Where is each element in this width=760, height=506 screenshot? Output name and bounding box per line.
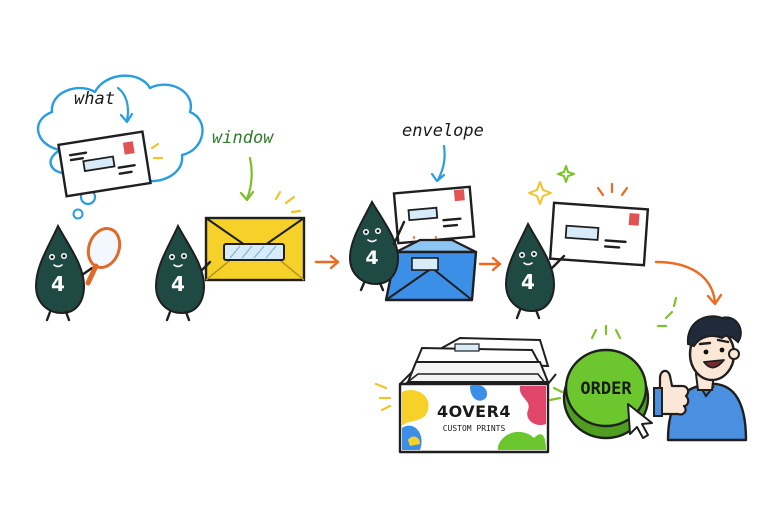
letter-insert <box>392 185 476 245</box>
arrow-envelope <box>436 144 446 182</box>
pointer-cursor-icon <box>627 403 653 439</box>
yellow-window-envelope <box>204 216 306 282</box>
flow-arrow-3 <box>654 260 723 306</box>
label-what: what <box>74 89 115 109</box>
mascot-1: 4 <box>34 223 94 322</box>
magnifier-icon <box>85 227 122 286</box>
envelope-box: 4OVER4 CUSTOM PRINTS <box>398 336 557 454</box>
customer-person <box>666 315 748 442</box>
label-envelope: envelope <box>402 121 484 141</box>
flow-arrow-2 <box>478 256 502 272</box>
box-tagline: CUSTOM PRINTS <box>443 424 506 433</box>
mascot-2: 4 <box>154 223 212 322</box>
sparkle-icon <box>528 165 575 205</box>
mascot-4: 4 <box>504 221 566 320</box>
order-button-label: ORDER <box>580 379 632 399</box>
mascot-4-number: 4 <box>521 270 535 294</box>
mascot-2-number: 4 <box>171 272 185 296</box>
arrow-what <box>116 86 130 122</box>
label-window: window <box>212 128 274 148</box>
box-brand: 4OVER4 <box>437 402 511 421</box>
mascot-3: 4 <box>348 199 406 292</box>
arrow-window <box>245 156 253 201</box>
thumbs-up-icon <box>653 369 690 417</box>
mascot-3-number: 4 <box>365 247 378 269</box>
blue-envelope-base <box>384 238 478 302</box>
cloud-envelope-icon <box>57 130 164 198</box>
order-button[interactable]: ORDER <box>562 348 650 440</box>
mascot-1-number: 4 <box>51 272 65 296</box>
finished-envelope <box>548 201 650 267</box>
flow-arrow-1 <box>314 254 340 270</box>
